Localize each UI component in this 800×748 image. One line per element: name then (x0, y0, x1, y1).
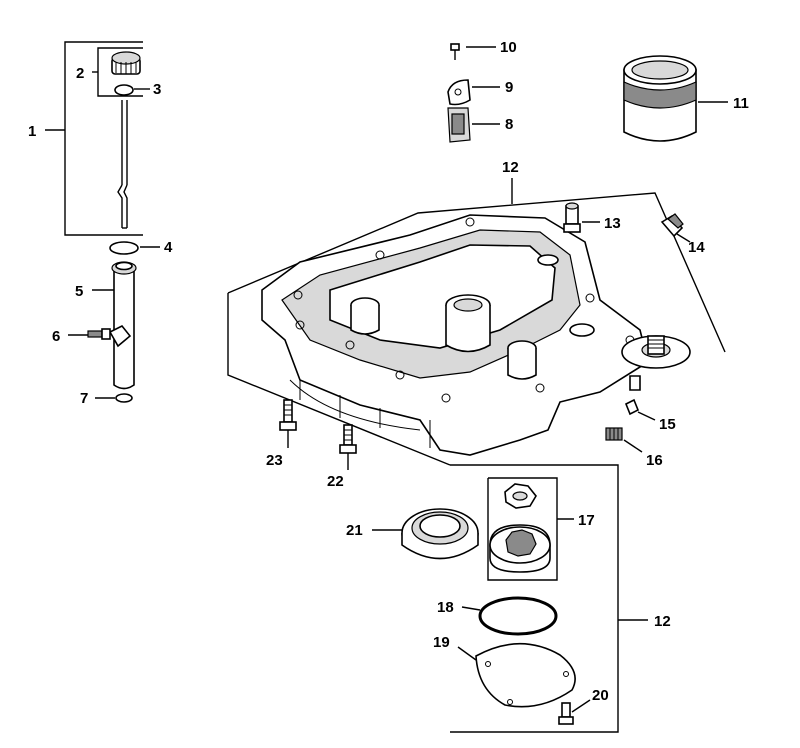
bracket-17 (487, 477, 558, 581)
leader-20 (571, 699, 591, 713)
fitting-13 (563, 202, 600, 233)
callout-21: 21 (346, 522, 363, 539)
oil-pump-rotors-17 (489, 483, 551, 573)
dipstick-tube-assembly (68, 241, 160, 403)
callout-18: 18 (437, 599, 454, 616)
callout-19: 19 (433, 634, 450, 651)
callout-11: 11 (733, 95, 749, 112)
callout-labels: 1 2 3 4 5 6 7 8 9 10 11 12 13 14 15 16 1… (28, 39, 749, 704)
lower-kit-outline (450, 464, 648, 733)
callout-10: 10 (500, 39, 517, 56)
callout-1: 1 (28, 123, 36, 140)
leader-18 (461, 606, 481, 611)
leader-14 (676, 233, 691, 243)
oil-pan-outline (227, 178, 726, 466)
bolt-23 (279, 399, 297, 448)
callout-2: 2 (76, 65, 84, 82)
tube-bracket (108, 324, 132, 348)
o-ring-18 (461, 596, 558, 636)
plug-16 (605, 427, 643, 453)
o-ring-4 (109, 241, 139, 255)
callout-4: 4 (164, 239, 173, 256)
screw-20 (558, 699, 591, 725)
leader-16 (623, 439, 643, 453)
outline-top (227, 192, 726, 353)
outline-left (227, 293, 451, 466)
callout-12-bottom: 12 (654, 613, 671, 630)
bracket-parts-8-9-10 (447, 43, 500, 143)
leader-19 (457, 646, 477, 661)
bolt-22 (339, 424, 357, 470)
plug-14 (660, 213, 691, 243)
callout-14: 14 (688, 239, 705, 256)
callout-9: 9 (505, 79, 513, 96)
bracket-1 (64, 41, 143, 236)
oil-seal-21 (372, 508, 479, 560)
oil-filter-11 (623, 55, 728, 142)
callout-8: 8 (505, 116, 513, 133)
o-ring-3 (114, 84, 134, 96)
callout-22: 22 (327, 473, 344, 490)
fitting-15 (624, 398, 656, 421)
dipstick-assembly (45, 41, 150, 236)
callout-3: 3 (153, 81, 161, 98)
callout-5: 5 (75, 283, 83, 300)
bracket-12b (450, 464, 619, 733)
clip-9 (447, 79, 471, 106)
oil-pan (261, 214, 691, 456)
callout-20: 20 (592, 687, 609, 704)
cover-plate-19 (457, 642, 576, 708)
callout-7: 7 (80, 390, 88, 407)
dipstick-cap (111, 51, 141, 75)
dipstick-blade (117, 100, 128, 229)
o-ring-7 (115, 393, 133, 403)
callout-13: 13 (604, 215, 621, 232)
screw-6 (87, 328, 111, 340)
leader-15 (637, 411, 656, 421)
callout-15: 15 (659, 416, 676, 433)
callout-23: 23 (266, 452, 283, 469)
callout-6: 6 (52, 328, 60, 345)
callout-16: 16 (646, 452, 663, 469)
callout-17: 17 (578, 512, 595, 529)
callout-12-top: 12 (502, 159, 519, 176)
